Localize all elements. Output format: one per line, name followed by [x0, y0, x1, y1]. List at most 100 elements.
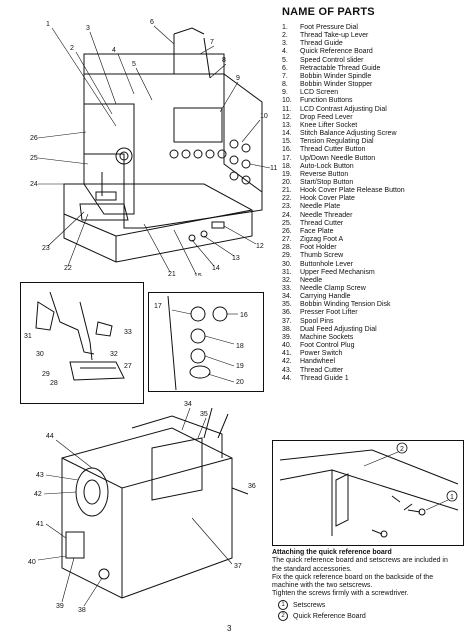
part-item: 20.Start/Stop Button	[282, 179, 464, 187]
presser-foot-figure: 31 30 29 28 27 32 33	[20, 282, 144, 404]
callout-4: 4	[112, 47, 116, 54]
back-view-drawing: 34 35 44 43 42 41 40 39 38 37 36	[28, 401, 256, 614]
part-item: 43.Thread Cutter	[282, 367, 464, 375]
part-item: 38.Dual Feed Adjusting Dial	[282, 326, 464, 334]
part-number: 12.	[282, 113, 292, 121]
callout-37: 37	[234, 563, 242, 570]
callout-11: 11	[270, 165, 277, 172]
attach-line: Tighten the screws firmly with a screwdr…	[272, 590, 409, 598]
attach-instructions: Attaching the quick reference board The …	[272, 549, 466, 621]
part-number: 13.	[282, 121, 292, 129]
part-item: 18. Auto-Lock Button	[282, 163, 464, 171]
callout-3: 3	[86, 25, 90, 32]
part-name: Power Switch	[300, 350, 343, 358]
callout-19: 19	[236, 363, 244, 370]
part-item: 9. LCD Screen	[282, 89, 464, 97]
part-name: Thread Take-up Lever	[300, 32, 369, 40]
part-name: Speed Control slider	[300, 56, 364, 64]
part-item: 42.Handwheel	[282, 358, 464, 366]
part-item: 3. Thread Guide	[282, 40, 464, 48]
part-number: 24.	[282, 211, 292, 219]
part-item: 44.Thread Guide 1	[282, 375, 464, 383]
part-item: 4.Quick Reference Board	[282, 48, 464, 56]
part-item: 13. Knee Lifter Socket	[282, 122, 464, 130]
part-item: 5. Speed Control slider	[282, 57, 464, 65]
callout-8: 8	[222, 57, 226, 64]
part-item: 32.Needle	[282, 277, 464, 285]
part-item: 21.Hook Cover Plate Release Button	[282, 187, 464, 195]
callout-27: 27	[124, 363, 132, 370]
part-item: 41.Power Switch	[282, 350, 464, 358]
part-name: Face Plate	[300, 227, 334, 235]
callout-14: 14	[212, 265, 220, 272]
part-number: 18.	[282, 162, 292, 170]
front-view-drawing: 1 2 3 4 5 6 7 8 9 10 11 12 13 14 15 21 2…	[30, 19, 277, 276]
callout-15: 15	[194, 273, 202, 276]
part-name: Knee Lifter Socket	[300, 121, 358, 129]
part-item: 26.Face Plate	[282, 228, 464, 236]
part-number: 8.	[282, 81, 288, 89]
part-number: 31.	[282, 268, 292, 276]
part-number: 7.	[282, 72, 288, 80]
callout-22: 22	[64, 265, 72, 272]
part-item: 25.Thread Cutter	[282, 220, 464, 228]
part-number: 20.	[282, 178, 292, 186]
part-name: Foot Pressure Dial	[300, 24, 358, 31]
part-name: Tension Regulating Dial	[300, 138, 374, 146]
part-name: Machine Sockets	[300, 333, 354, 341]
legend-text: Setscrews	[293, 601, 326, 609]
part-name: LCD Contrast Adjusting Dial	[300, 105, 387, 113]
part-number: 32.	[282, 276, 292, 284]
callout-16: 16	[240, 312, 248, 319]
part-name: Thread Guide 1	[300, 374, 349, 382]
part-item: 30.Buttonhole Lever	[282, 261, 464, 269]
part-item: 6.Retractable Thread Guide	[282, 65, 464, 73]
part-number: 19.	[282, 170, 292, 178]
part-name: Stitch Balance Adjusting Screw	[300, 130, 397, 138]
part-item: 29. Thumb Screw	[282, 252, 464, 260]
part-name: Thread Guide	[300, 40, 343, 48]
part-item: 17.Up/Down Needle Button	[282, 155, 464, 163]
part-item: 40.Foot Control Plug	[282, 342, 464, 350]
part-item: 24.Needle Threader	[282, 212, 464, 220]
part-item: 1.Foot Pressure Dial	[282, 24, 464, 32]
part-number: 6.	[282, 64, 288, 72]
callout-20: 20	[236, 379, 244, 386]
part-name: Buttonhole Lever	[300, 260, 353, 268]
front-callout-labels: 1 2 3 4 5 6 7 8 9 10 11 12 13 14 15 21 2…	[30, 19, 277, 276]
part-number: 3.	[282, 40, 288, 48]
part-item: 19. Reverse Button	[282, 171, 464, 179]
part-name: Auto-Lock Button	[300, 162, 354, 170]
part-number: 29.	[282, 252, 292, 260]
part-name: Drop Feed Lever	[300, 113, 353, 121]
callout-33: 33	[124, 329, 132, 336]
part-number: 35.	[282, 301, 292, 309]
part-number: 33.	[282, 285, 292, 292]
part-name: LCD Screen	[300, 89, 339, 97]
callout-2: 2	[70, 45, 74, 52]
board-callout-2: 2	[400, 446, 404, 453]
part-name: Hook Cover Plate	[300, 195, 355, 203]
callout-21: 21	[168, 271, 176, 276]
part-number: 9.	[282, 89, 288, 97]
attach-line: the standard accessories.	[272, 565, 352, 573]
part-name: Bobbin Winding Tension Disk	[300, 301, 391, 309]
part-name: Needle Plate	[300, 203, 341, 211]
part-name: Handwheel	[300, 358, 336, 366]
part-number: 5.	[282, 56, 288, 64]
part-number: 10.	[282, 97, 292, 105]
board-callout-1: 1	[450, 494, 454, 501]
front-view-figure: 1 2 3 4 5 6 7 8 9 10 11 12 13 14 15 21 2…	[24, 14, 282, 276]
callout-18: 18	[236, 343, 244, 350]
part-name: Thumb Screw	[300, 252, 344, 260]
legend-text: Quick Reference Board	[293, 612, 366, 620]
part-item: 31.Upper Feed Mechanism	[282, 269, 464, 277]
part-name: Reverse Button	[300, 170, 349, 178]
part-name: Carrying Handle	[300, 293, 351, 301]
part-item: 7.Bobbin Winder Spindle	[282, 73, 464, 81]
callout-5: 5	[132, 61, 136, 68]
callout-12: 12	[256, 243, 264, 250]
callout-36: 36	[248, 483, 256, 490]
part-item: 27.Zigzag Foot A	[282, 236, 464, 244]
